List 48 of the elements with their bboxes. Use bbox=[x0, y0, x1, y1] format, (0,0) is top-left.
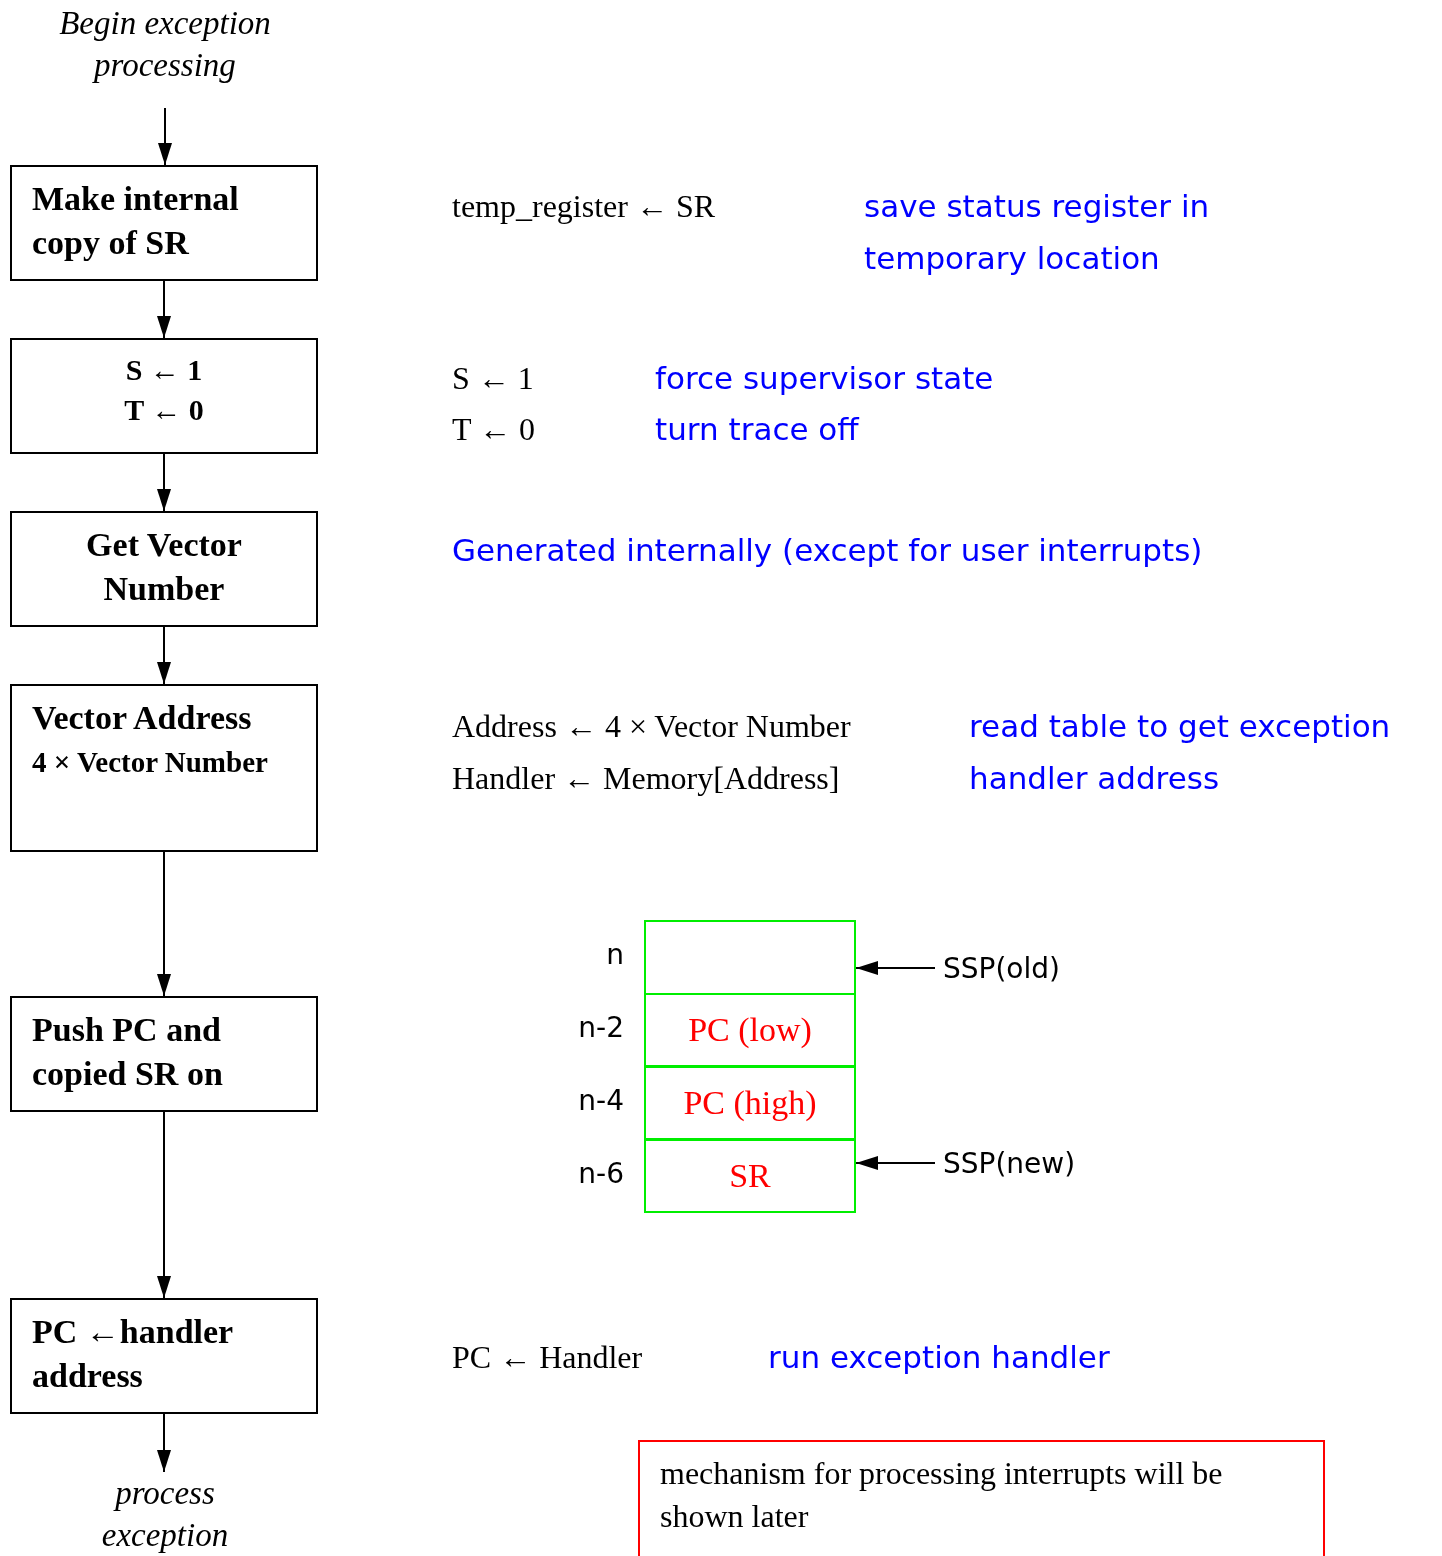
node-subtext: T ← 0 bbox=[123, 392, 205, 428]
arrow bbox=[157, 280, 171, 339]
arrow bbox=[855, 961, 936, 975]
arrow bbox=[157, 626, 171, 685]
note-box bbox=[638, 1440, 1325, 1556]
arrow bbox=[157, 453, 171, 512]
comment-text: Generated internally (except for user interrupts) bbox=[452, 531, 1204, 570]
node-text: Make internal copy of SR bbox=[32, 179, 240, 263]
arrow bbox=[158, 107, 172, 166]
comment-text: run exception handler bbox=[768, 1338, 1110, 1377]
register-transfer-text: S ← 1 bbox=[452, 359, 534, 398]
node-text: SSP(new) bbox=[943, 1146, 1077, 1180]
arrow bbox=[157, 851, 171, 997]
address-label: n-4 bbox=[578, 1084, 624, 1117]
process-box bbox=[10, 684, 318, 852]
node-text: Begin exception processing bbox=[58, 4, 272, 85]
cell-text: SR bbox=[728, 1157, 772, 1195]
register-transfer-text: PC ← Handler bbox=[452, 1338, 643, 1377]
register-transfer-text: T ← 0 bbox=[452, 410, 535, 449]
comment-text: read table to get exception handler address bbox=[969, 707, 1392, 798]
comment-text: force supervisor state bbox=[655, 359, 994, 398]
process-box bbox=[10, 165, 318, 281]
comment-text: turn trace off bbox=[655, 410, 859, 449]
address-label: n-2 bbox=[578, 1011, 624, 1044]
cell-text: PC (high) bbox=[682, 1084, 818, 1122]
process-box bbox=[10, 996, 318, 1112]
process-box bbox=[10, 511, 318, 627]
arrow bbox=[157, 1111, 171, 1299]
node-text: PC ←handler address bbox=[32, 1312, 234, 1396]
register-transfer-text: temp_register ← SR bbox=[452, 187, 716, 226]
node-subtext: 4 × Vector Number bbox=[32, 745, 269, 780]
arrow bbox=[157, 1413, 171, 1473]
arrow bbox=[855, 1156, 936, 1170]
node-text: Vector Address bbox=[32, 698, 253, 738]
node-text: SSP(old) bbox=[943, 951, 1061, 985]
cell-text: PC (low) bbox=[687, 1011, 813, 1049]
address-label: n-6 bbox=[578, 1157, 624, 1190]
comment-text: save status register in temporary location bbox=[864, 187, 1211, 278]
node-text: Push PC and copied SR on bbox=[32, 1010, 224, 1094]
node-text: S ← 1 bbox=[124, 352, 204, 388]
process-box bbox=[10, 1298, 318, 1414]
node-text: mechanism for processing interrupts will be shown later bbox=[660, 1454, 1224, 1536]
address-label: n bbox=[606, 938, 624, 971]
process-box bbox=[10, 338, 318, 454]
register-transfer-text: Handler ← Memory[Address] bbox=[452, 759, 840, 798]
node-text: Get Vector Number bbox=[85, 525, 243, 609]
register-transfer-text: Address ← 4 × Vector Number bbox=[452, 707, 851, 746]
node-text: process exception bbox=[100, 1474, 230, 1555]
